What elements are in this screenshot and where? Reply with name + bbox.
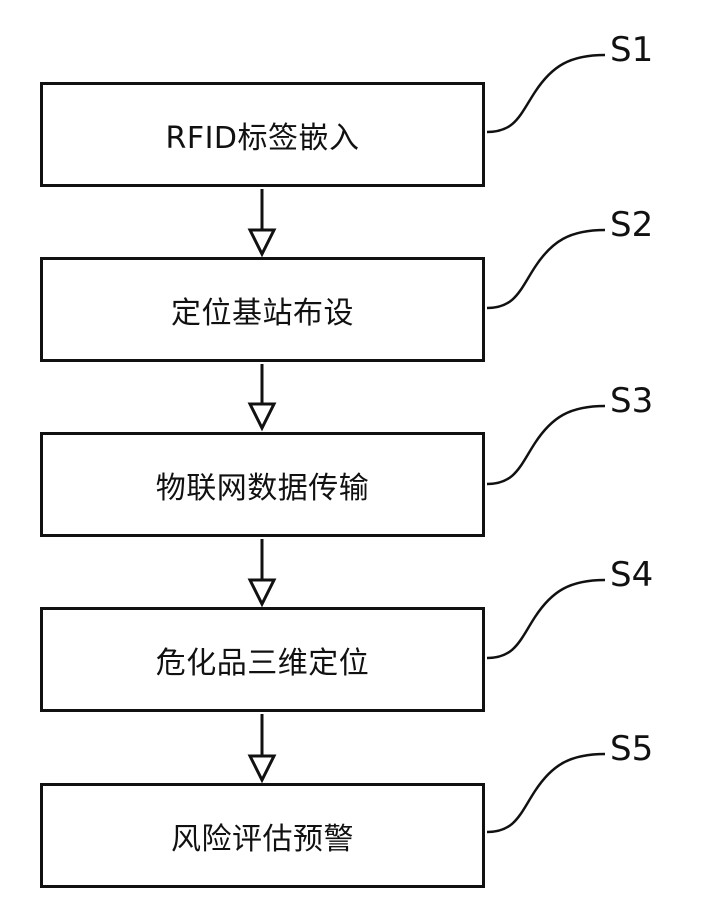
step-box-s2: 定位基站布设: [40, 257, 485, 362]
step-id-s4: S4: [610, 555, 653, 595]
step-id-s5: S5: [610, 729, 653, 769]
arrow-s1-s2: [250, 189, 274, 254]
arrow-s4-s5: [250, 714, 274, 780]
leader-line-s4: [487, 580, 605, 658]
step-box-s5: 风险评估预警: [40, 783, 485, 888]
step-id-s1: S1: [610, 30, 653, 70]
step-id-s3: S3: [610, 381, 653, 421]
step-label: RFID标签嵌入: [165, 113, 359, 157]
step-label: 危化品三维定位: [156, 638, 370, 682]
step-box-s3: 物联网数据传输: [40, 432, 485, 537]
step-box-s4: 危化品三维定位: [40, 607, 485, 712]
arrow-s2-s3: [250, 364, 274, 428]
step-label: 定位基站布设: [171, 288, 354, 332]
step-box-s1: RFID标签嵌入: [40, 82, 485, 187]
step-label: 风险评估预警: [171, 814, 354, 858]
arrow-s3-s4: [250, 539, 274, 604]
step-id-s2: S2: [610, 205, 653, 245]
leader-line-s3: [487, 406, 605, 484]
step-label: 物联网数据传输: [156, 463, 370, 507]
leader-line-s5: [487, 754, 605, 832]
leader-line-s2: [487, 230, 605, 308]
leader-line-s1: [487, 55, 605, 132]
